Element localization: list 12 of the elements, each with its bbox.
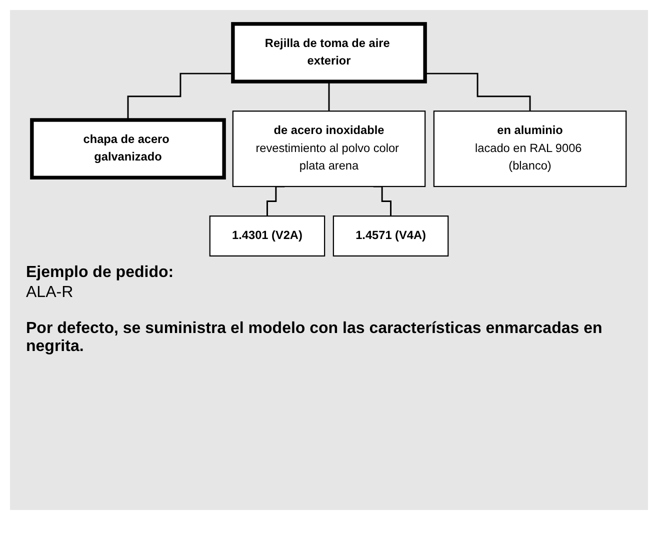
note-text: Por defecto, se suministra el modelo con las características enmarcadas en negrita.: [26, 320, 604, 356]
section-heading: Ejemplo de pedido:: [26, 264, 175, 282]
node-box: Rejilla de toma de aire exterior: [231, 22, 427, 84]
connector: [425, 72, 531, 112]
node-box: en aluminio lacado en RAL 9006 (blanco): [433, 110, 627, 188]
connector: [328, 80, 330, 112]
node-box: 1.4571 (V4A): [332, 216, 449, 257]
connector: [127, 72, 233, 121]
node-box: de acero inoxidable revestimiento al polvo color plata arena: [232, 110, 426, 188]
node-box: chapa de acero galvanizado: [30, 118, 226, 180]
order-code: ALA-R: [26, 284, 74, 302]
node-box: 1.4301 (V2A): [209, 216, 326, 257]
